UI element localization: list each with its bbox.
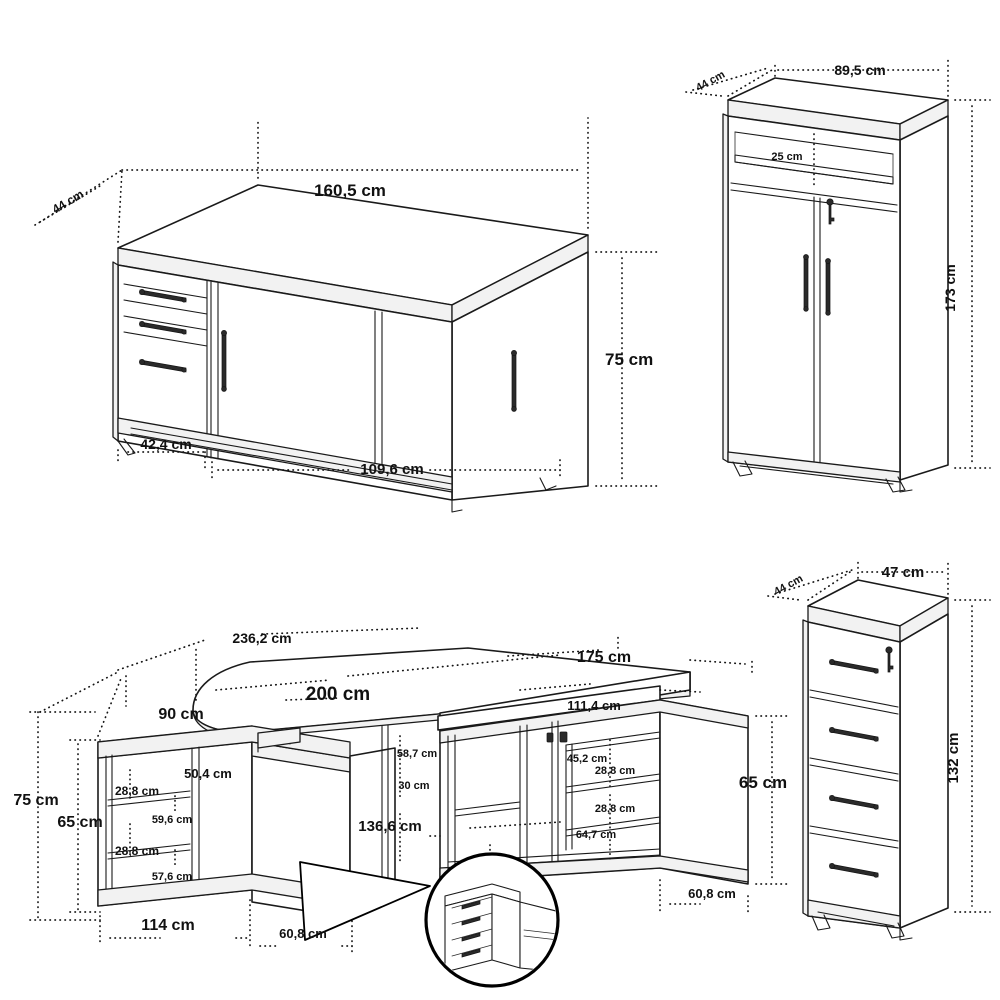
sideboard-handle-door-right: [511, 350, 517, 412]
label-wardrobe-depth: 44 cm: [694, 68, 727, 94]
label-shelf-width-2: 57,6 cm: [152, 871, 193, 883]
desk-cabinet-lock-left: [546, 732, 554, 743]
corner-desk-drawing: [29, 627, 791, 988]
tall-drawer-unit-drawing: [767, 559, 991, 941]
label-sideboard-drawer-width: 42,4 cm: [140, 436, 191, 452]
label-desk-top-depth: 90 cm: [158, 706, 203, 723]
label-tall-width: 47 cm: [882, 564, 925, 581]
sideboard-handle-drawer1: [139, 289, 187, 303]
label-sideboard-depth: 44 cm: [50, 187, 86, 217]
label-right-bottom-width: 64,7 cm: [576, 829, 617, 841]
label-cab-open-low: 30 cm: [398, 780, 429, 792]
wardrobe-lock-icon: [826, 198, 835, 225]
label-shelf-width-1: 59,6 cm: [152, 814, 193, 826]
sideboard-handle-drawer3: [139, 359, 187, 373]
tall-unit-handle-3: [829, 795, 879, 810]
dimension-labels: 160,5 cm 44 cm 75 cm 42,4 cm 109,6 cm 89…: [13, 62, 962, 941]
label-wardrobe-height: 173 cm: [942, 264, 958, 311]
label-wardrobe-shelf-height: 25 cm: [771, 151, 802, 163]
label-desk-return-height: 65 cm: [739, 773, 787, 792]
label-sideboard-width: 160,5 cm: [314, 181, 386, 200]
label-right-shelf-width: 45,2 cm: [567, 753, 608, 765]
wardrobe-handle-left: [803, 254, 809, 312]
label-desk-knee-span: 136,6 cm: [358, 818, 421, 835]
label-desk-panel-width: 50,4 cm: [184, 766, 232, 781]
label-tall-depth: 44 cm: [772, 572, 805, 598]
label-tall-height: 132 cm: [945, 733, 962, 784]
tall-unit-handle-1: [829, 659, 879, 674]
label-right-gap-1: 28,8 cm: [595, 765, 636, 777]
desk-cabinet-lock-right: [559, 731, 568, 743]
label-shelf-gap-2: 28,8 cm: [115, 844, 159, 858]
label-desk-overall-width: 236,2 cm: [232, 630, 291, 646]
sideboard-handle-door-left: [221, 330, 227, 392]
label-sideboard-door-width: 109,6 cm: [360, 461, 423, 478]
label-wardrobe-width: 89,5 cm: [834, 62, 885, 78]
label-cab-open-height: 58,7 cm: [397, 748, 438, 760]
tall-unit-handle-4: [829, 863, 879, 878]
wardrobe-drawing: [685, 59, 991, 493]
label-shelf-gap-1: 28,8 cm: [115, 784, 159, 798]
label-desk-return-length: 175 cm: [577, 649, 631, 666]
label-desk-return-inner: 111,4 cm: [567, 698, 621, 713]
label-desk-unit-width: 114 cm: [141, 917, 194, 934]
sideboard-drawing: [34, 117, 661, 513]
label-desk-height-65: 65 cm: [57, 814, 102, 831]
sideboard-handle-drawer2: [139, 321, 187, 335]
label-desk-return-depth: 60,8 cm: [688, 886, 736, 901]
label-desk-unit-depth: 60,8 cm: [279, 926, 327, 941]
wardrobe-handle-right: [825, 258, 831, 316]
tall-unit-handle-2: [829, 727, 879, 742]
label-right-gap-2: 28,8 cm: [595, 803, 636, 815]
label-sideboard-height: 75 cm: [605, 350, 653, 369]
tall-unit-lock-icon: [885, 646, 894, 673]
label-desk-top-length: 200 cm: [306, 684, 370, 705]
label-desk-height-75: 75 cm: [13, 792, 58, 809]
